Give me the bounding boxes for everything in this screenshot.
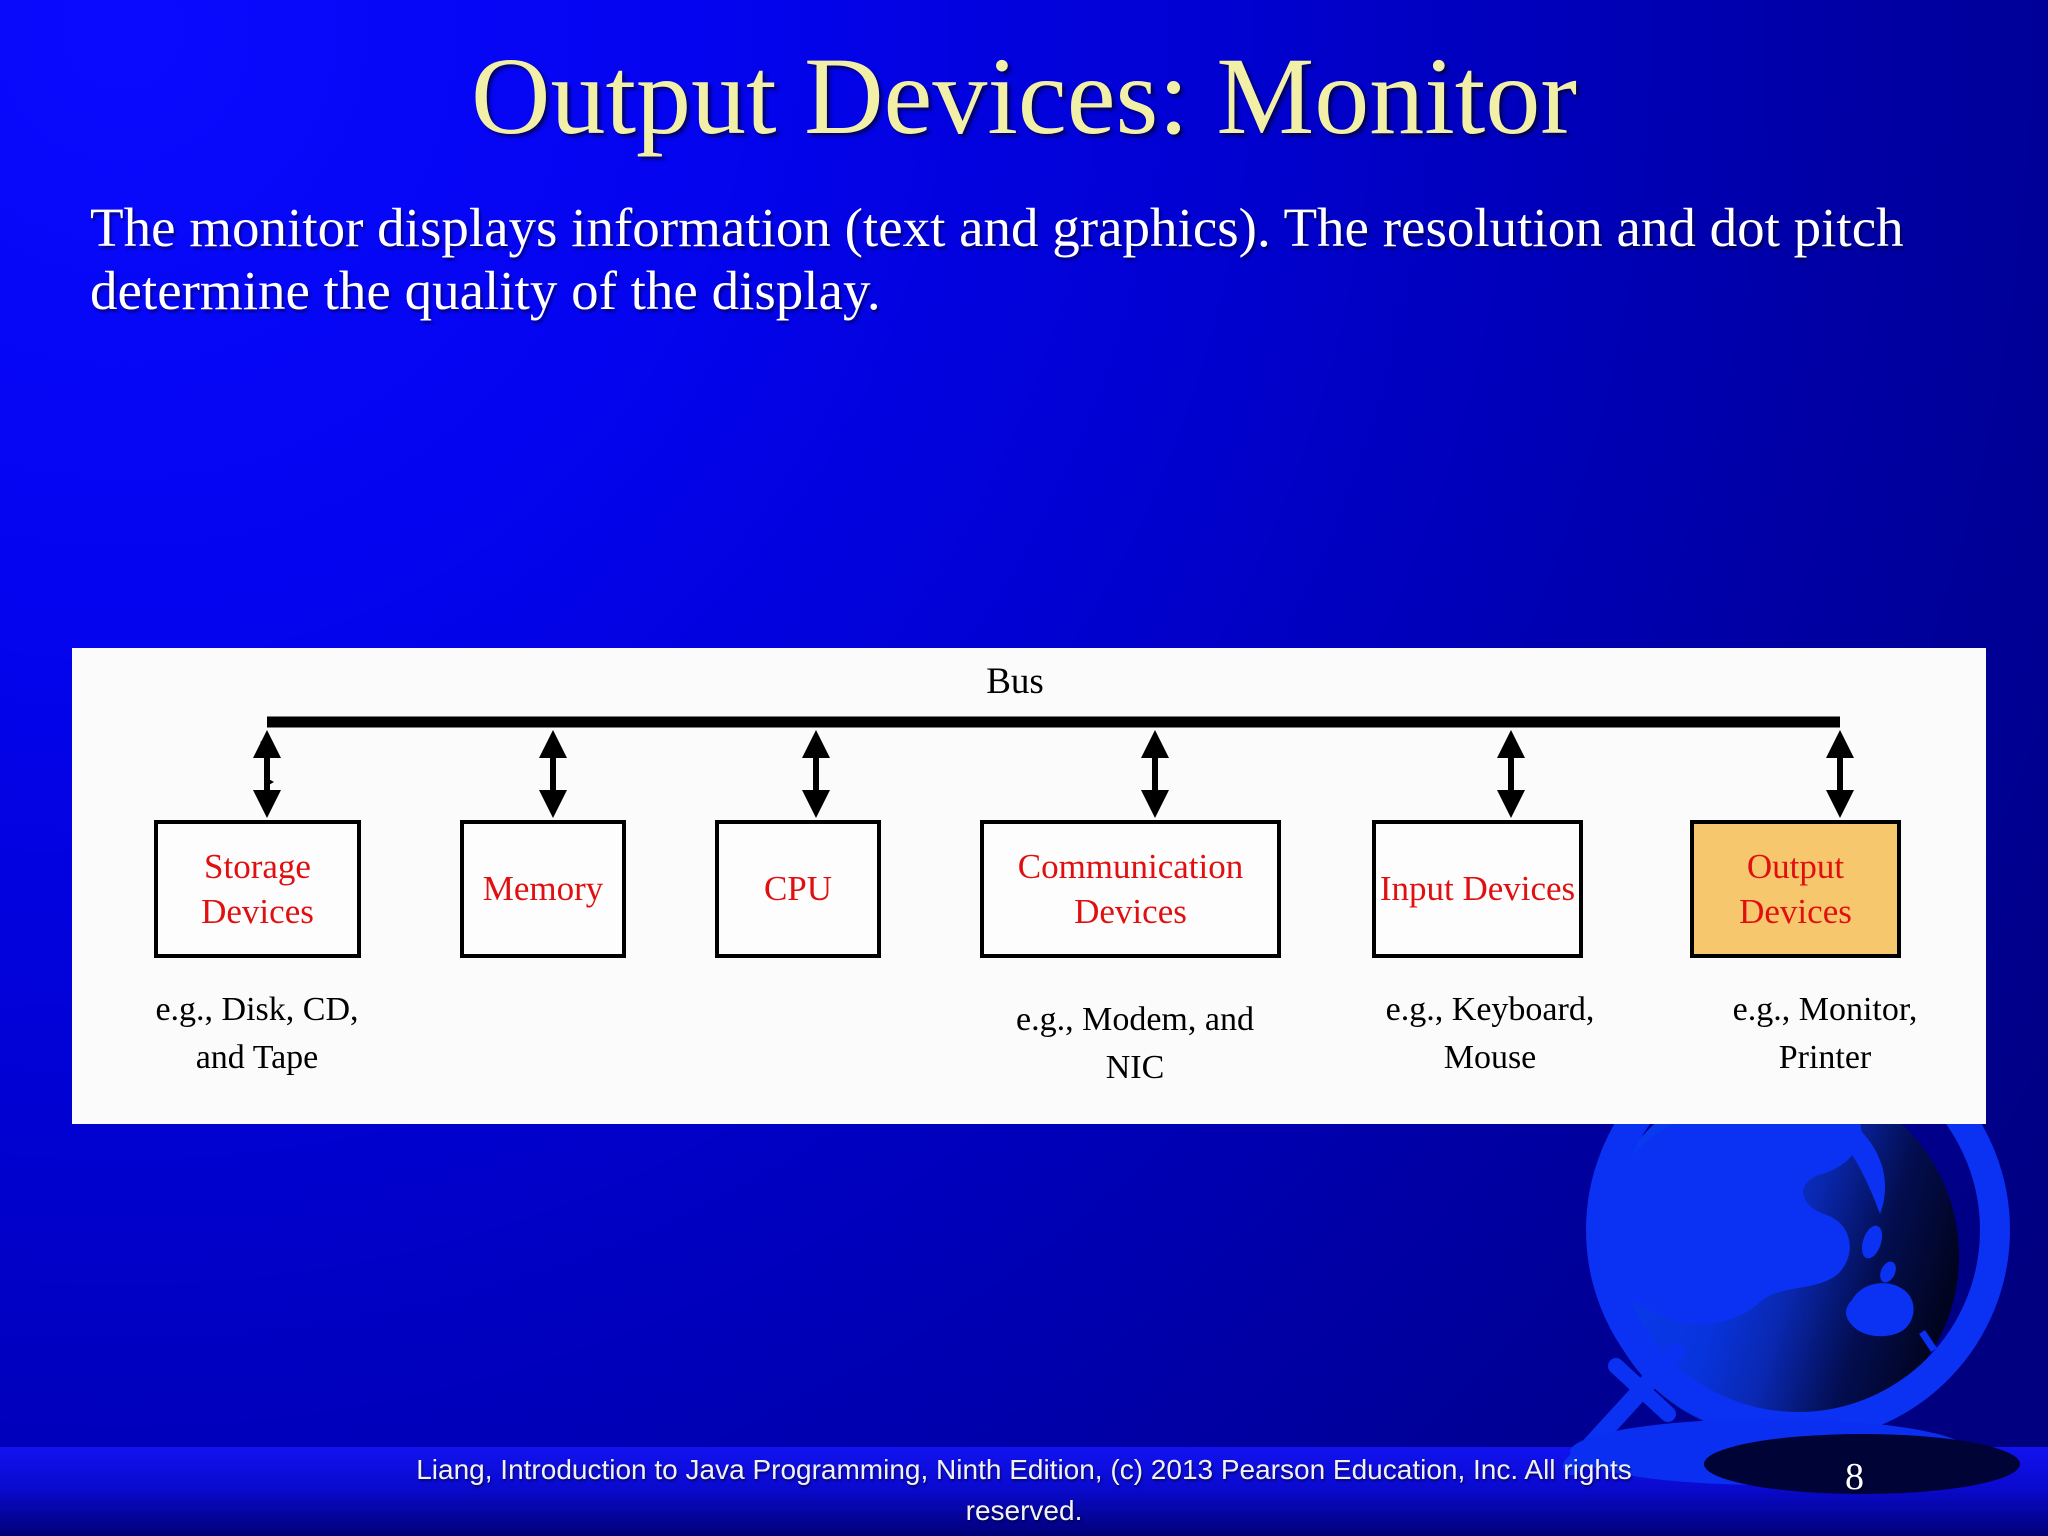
device-box-storage: Storage Devices: [154, 820, 361, 958]
device-box-output: Output Devices: [1690, 820, 1901, 958]
page-number: 8: [1845, 1456, 1864, 1498]
device-box-communication: Communication Devices: [980, 820, 1281, 958]
globe-icon: [1563, 1040, 2020, 1494]
device-box-memory: Memory: [460, 820, 626, 958]
example-label-output: e.g., Monitor, Printer: [1732, 991, 1918, 1076]
example-label-input: e.g., Keyboard, Mouse: [1385, 991, 1595, 1076]
bus-diagram-panel: Bus: [72, 648, 1986, 1124]
example-label-storage: e.g., Disk, CD, and Tape: [155, 991, 359, 1076]
device-box-cpu: CPU: [715, 820, 881, 958]
device-box-input: Input Devices: [1372, 820, 1583, 958]
bus-connector-lines: [253, 716, 1854, 818]
example-label-communication: e.g., Modem, and NIC: [1016, 1001, 1254, 1086]
footer-copyright: Liang, Introduction to Java Programming,…: [416, 1454, 1632, 1526]
slide-body-paragraph: The monitor displays information (text a…: [90, 197, 1904, 322]
bus-label: Bus: [986, 661, 1044, 702]
slide-title: Output Devices: Monitor: [471, 35, 1577, 157]
